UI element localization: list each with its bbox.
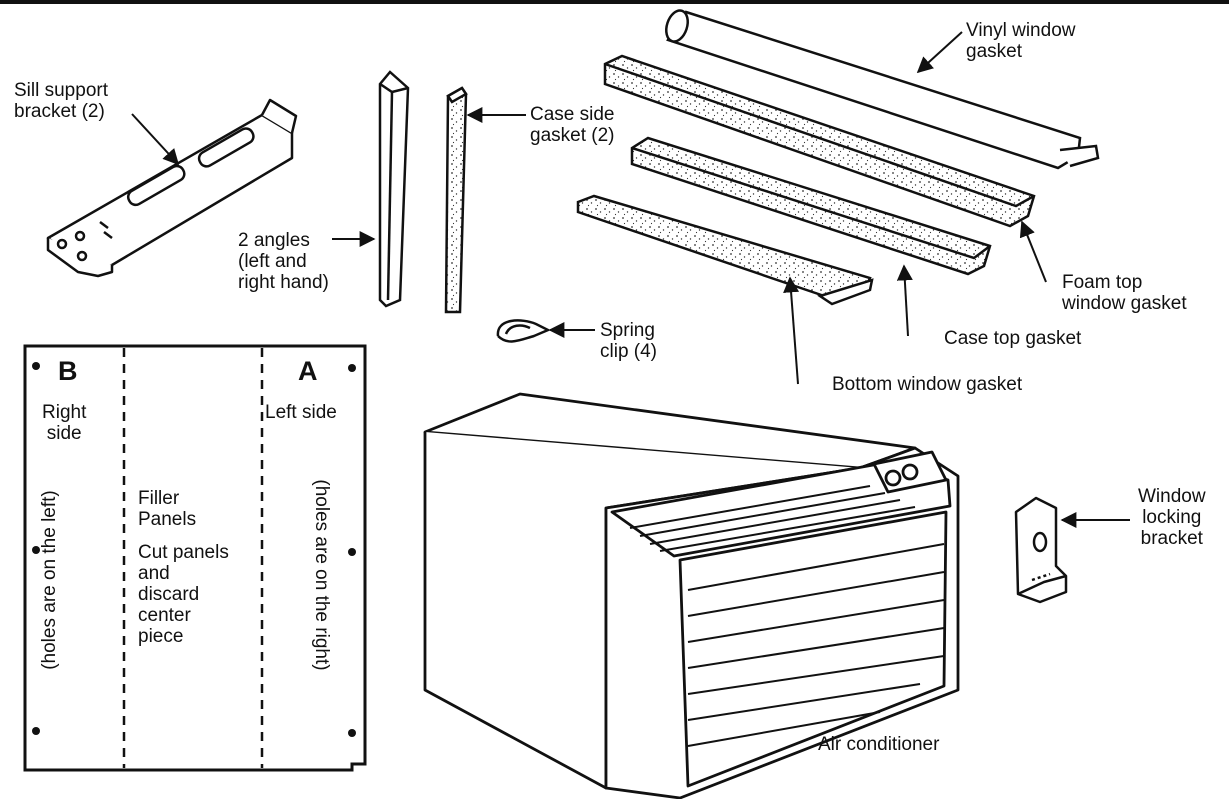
spring-clip-label: Spring clip (4): [600, 320, 658, 362]
control-knob: [884, 469, 902, 487]
bottom-window-gasket-label: Bottom window gasket: [832, 374, 1023, 395]
case-side-gasket-label: Case side gasket (2): [530, 104, 615, 146]
foam-top-window-gasket-part: [603, 54, 1036, 228]
window-locking-bracket-label: Window locking bracket: [1138, 486, 1206, 549]
top-border: [0, 0, 1229, 4]
sill-support-bracket: [46, 98, 298, 278]
bottom-window-gasket-leader: [783, 276, 800, 385]
vinyl-window-gasket-part: [665, 9, 1100, 170]
filler-panel-board: [23, 344, 367, 772]
angles-part: [378, 70, 410, 308]
case-side-gasket-part: [444, 86, 468, 314]
bottom-window-gasket-part: [576, 194, 874, 306]
control-knob: [901, 463, 919, 481]
vinyl-gasket-leader: [916, 31, 963, 74]
holes-left-note: (holes are on the left): [39, 490, 60, 670]
filler-panels-title: Filler Panels: [138, 488, 197, 530]
foam-top-gasket-leader: [1019, 220, 1047, 283]
right-side-label: Right side: [42, 402, 87, 444]
sill-support-bracket-label: Sill support bracket (2): [14, 80, 108, 122]
vinyl-window-gasket-label: Vinyl window gasket: [966, 20, 1076, 62]
spring-clip-part: [496, 319, 551, 343]
case-top-gasket-label: Case top gasket: [944, 328, 1082, 349]
air-conditioner-unit: [423, 392, 960, 799]
air-conditioner-label: Air conditioner: [818, 734, 940, 755]
sill-bracket-leader: [131, 113, 180, 166]
cut-panels-instruction: Cut panels and discard center piece: [138, 542, 229, 647]
panel-letter-a: A: [298, 356, 318, 386]
panel-letter-b: B: [58, 356, 78, 386]
angles-label: 2 angles (left and right hand): [238, 230, 329, 293]
foam-top-window-gasket-label: Foam top window gasket: [1062, 272, 1187, 314]
holes-right-note: (holes are on the right): [311, 479, 332, 671]
left-side-label: Left side: [265, 402, 337, 423]
window-locking-bracket-part: [1014, 496, 1068, 604]
case-top-gasket-part: [630, 136, 992, 276]
case-top-gasket-leader: [896, 264, 913, 337]
